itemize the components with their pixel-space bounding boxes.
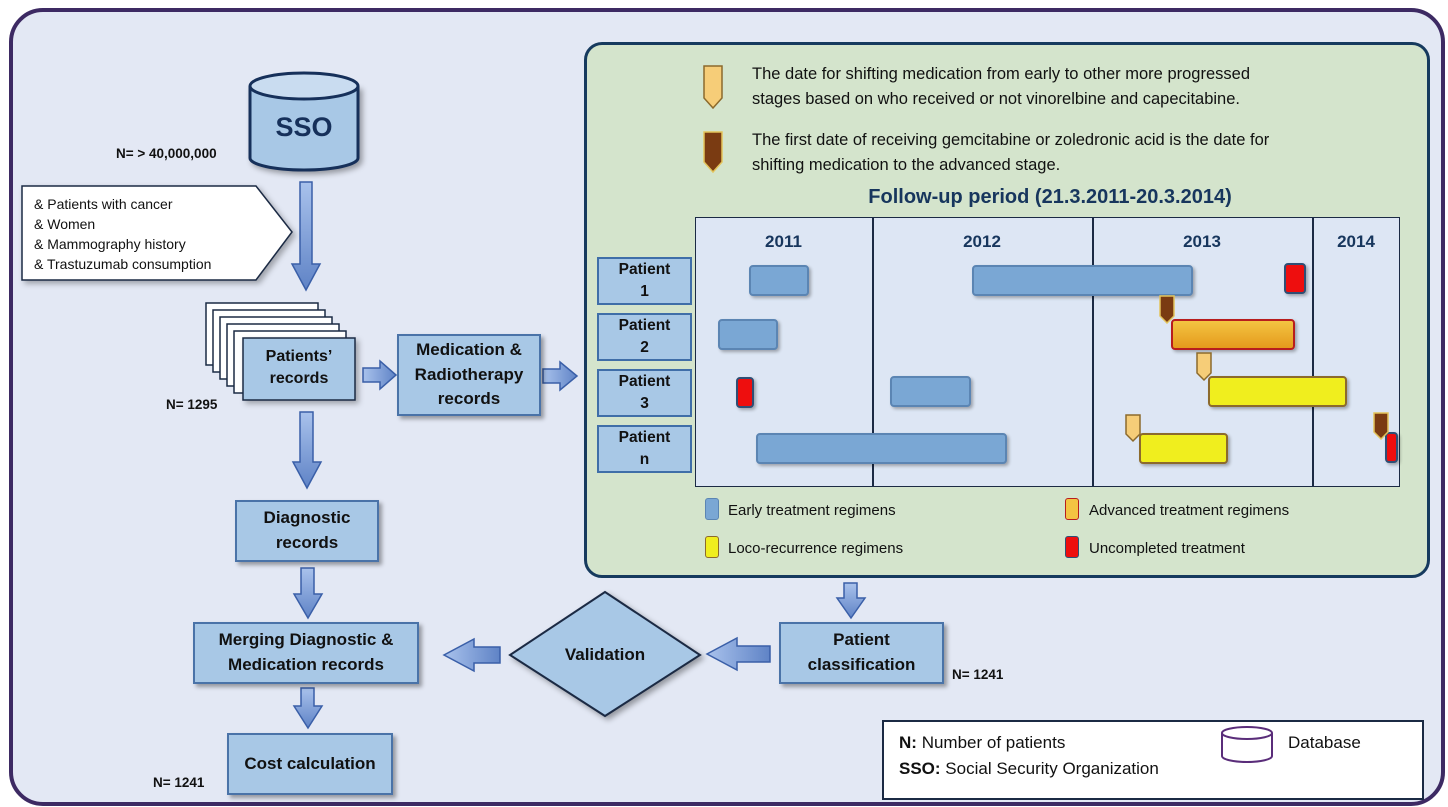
dark-marker-note: The first date of receiving gemcitabine …: [752, 131, 1270, 174]
arrow-down-diagnostic: [292, 567, 324, 620]
light-marker-icon: [1196, 352, 1212, 382]
classification-count: N= 1241: [952, 667, 1004, 682]
early-treatment-bar: [749, 265, 809, 296]
followup-title: Follow-up period (21.3.2011-20.3.2014): [868, 186, 1232, 208]
cost-count: N= 1241: [153, 775, 205, 790]
uncompleted-treatment-bar: [1284, 263, 1306, 294]
criterion-item: & Mammography history: [34, 236, 186, 252]
arrow-left-classification: [705, 636, 771, 672]
legend-early: Early treatment regimens: [728, 502, 896, 519]
key-box: [882, 720, 1424, 800]
arrow-down-records: [291, 411, 323, 490]
key-n: N: Number of patients: [899, 733, 1066, 752]
dark-marker-icon: [703, 131, 723, 174]
sso-count: N= > 40,000,000: [116, 146, 217, 161]
advanced-treatment-bar: [1171, 319, 1295, 350]
legend-swatch-advanced: [1065, 498, 1079, 520]
merging-box: Merging Diagnostic & Medication records: [193, 622, 419, 684]
legend-swatch-early: [705, 498, 719, 520]
validation-label: Validation: [564, 645, 646, 664]
criterion-item: & Trastuzumab consumption: [34, 256, 212, 272]
sso-label: SSO: [275, 112, 333, 142]
year-divider: [1312, 217, 1314, 487]
arrow-left-validation: [442, 637, 501, 673]
records-count: N= 1295: [166, 397, 218, 412]
early-treatment-bar: [718, 319, 778, 350]
legend-swatch-uncompleted: [1065, 536, 1079, 558]
loco-recurrence-bar: [1208, 376, 1347, 407]
arrow-down-merging: [292, 687, 324, 730]
early-treatment-bar: [756, 433, 1007, 464]
year-divider: [872, 217, 874, 487]
light-marker-icon: [1125, 414, 1141, 443]
legend-swatch-loco: [705, 536, 719, 558]
criterion-item: & Patients with cancer: [34, 196, 173, 212]
records-label: Patients’ records: [265, 348, 333, 387]
arrow-right-medication: [542, 360, 579, 392]
legend-uncompleted: Uncompleted treatment: [1089, 540, 1245, 557]
cost-box: Cost calculation: [227, 733, 393, 795]
early-treatment-bar: [890, 376, 971, 407]
year-label: 2012: [963, 232, 1001, 251]
criterion-item: & Women: [34, 216, 96, 232]
classification-box: Patient classification: [779, 622, 944, 684]
legend-advanced: Advanced treatment regimens: [1089, 502, 1290, 519]
arrow-down-green: [835, 582, 867, 620]
medication-box: Medication & Radiotherapy records: [397, 334, 541, 416]
uncompleted-treatment-bar: [736, 377, 754, 408]
year-label: 2013: [1183, 232, 1221, 251]
criteria-list: & Patients with cancer & Women & Mammogr…: [34, 194, 211, 274]
light-marker-icon: [703, 65, 723, 110]
dark-marker-icon: [1373, 412, 1389, 441]
legend-loco: Loco-recurrence regimens: [728, 540, 904, 557]
arrow-right-records: [362, 359, 398, 391]
key-sso: SSO: Social Security Organization: [899, 759, 1159, 778]
early-treatment-bar: [972, 265, 1193, 296]
key-database: Database: [1288, 733, 1361, 752]
year-divider: [1092, 217, 1094, 487]
year-label: 2014: [1337, 232, 1375, 251]
loco-recurrence-bar: [1139, 433, 1228, 464]
arrow-down-sso: [290, 181, 322, 292]
dark-marker-icon: [1159, 295, 1175, 325]
year-label: 2011: [765, 232, 802, 251]
light-marker-note: The date for shifting medication from ea…: [752, 65, 1250, 108]
uncompleted-treatment-bar: [1385, 432, 1398, 463]
diagnostic-box: Diagnostic records: [235, 500, 379, 562]
